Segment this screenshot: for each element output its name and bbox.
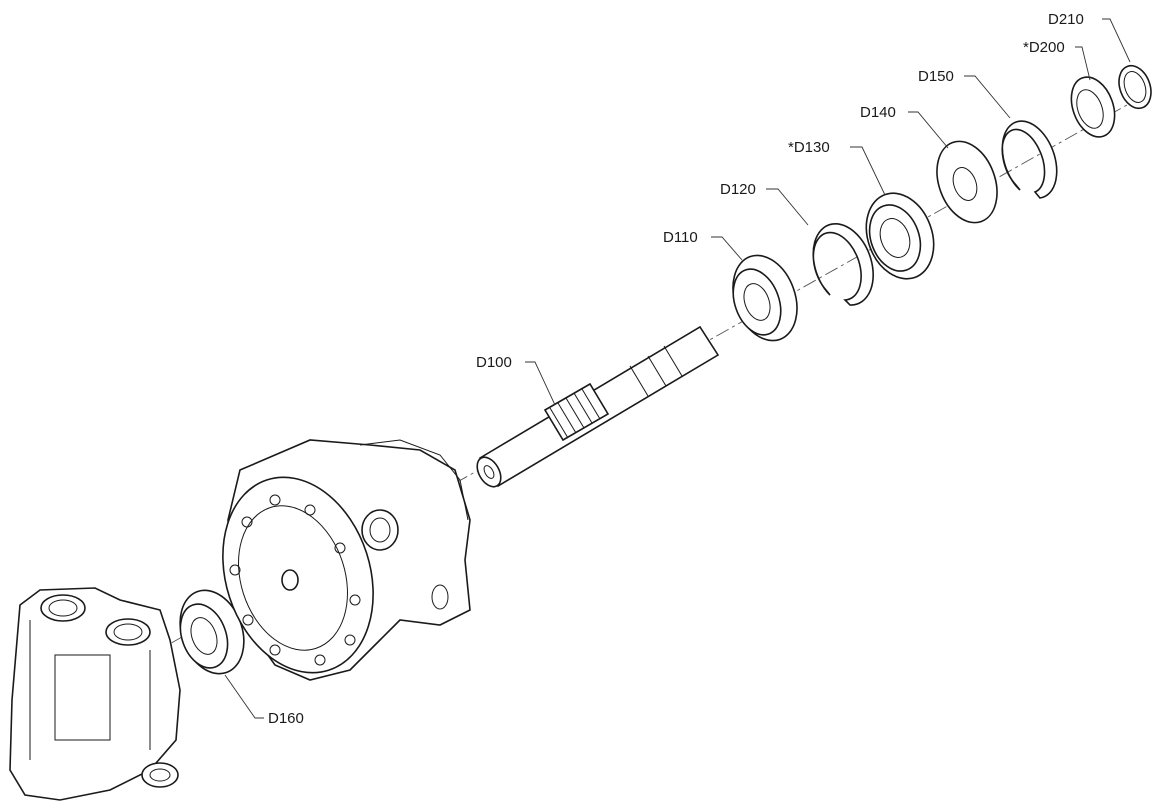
part-d100-shaft (476, 325, 720, 488)
label-d130: *D130 (788, 139, 830, 156)
part-d160-bearing (179, 589, 245, 675)
part-d120-retaining-ring (812, 223, 874, 306)
label-d200: *D200 (1023, 39, 1065, 56)
part-d140-washer (936, 140, 998, 224)
part-d200-seal (1070, 76, 1116, 138)
label-d210: D210 (1048, 11, 1084, 28)
part-d110-bearing (732, 254, 798, 342)
part-d130-seal (865, 192, 935, 280)
main-housing (222, 439, 471, 681)
label-d160: D160 (268, 710, 304, 727)
part-d210-retaining-ring (1118, 64, 1152, 110)
label-d120: D120 (720, 181, 756, 198)
label-d100: D100 (476, 354, 512, 371)
label-d140: D140 (860, 104, 896, 121)
label-d110: D110 (663, 229, 698, 246)
leader-lines (224, 18, 1131, 719)
label-d150: D150 (918, 68, 954, 85)
end-cover (9, 587, 181, 801)
part-d150-retaining-ring (1001, 120, 1058, 199)
